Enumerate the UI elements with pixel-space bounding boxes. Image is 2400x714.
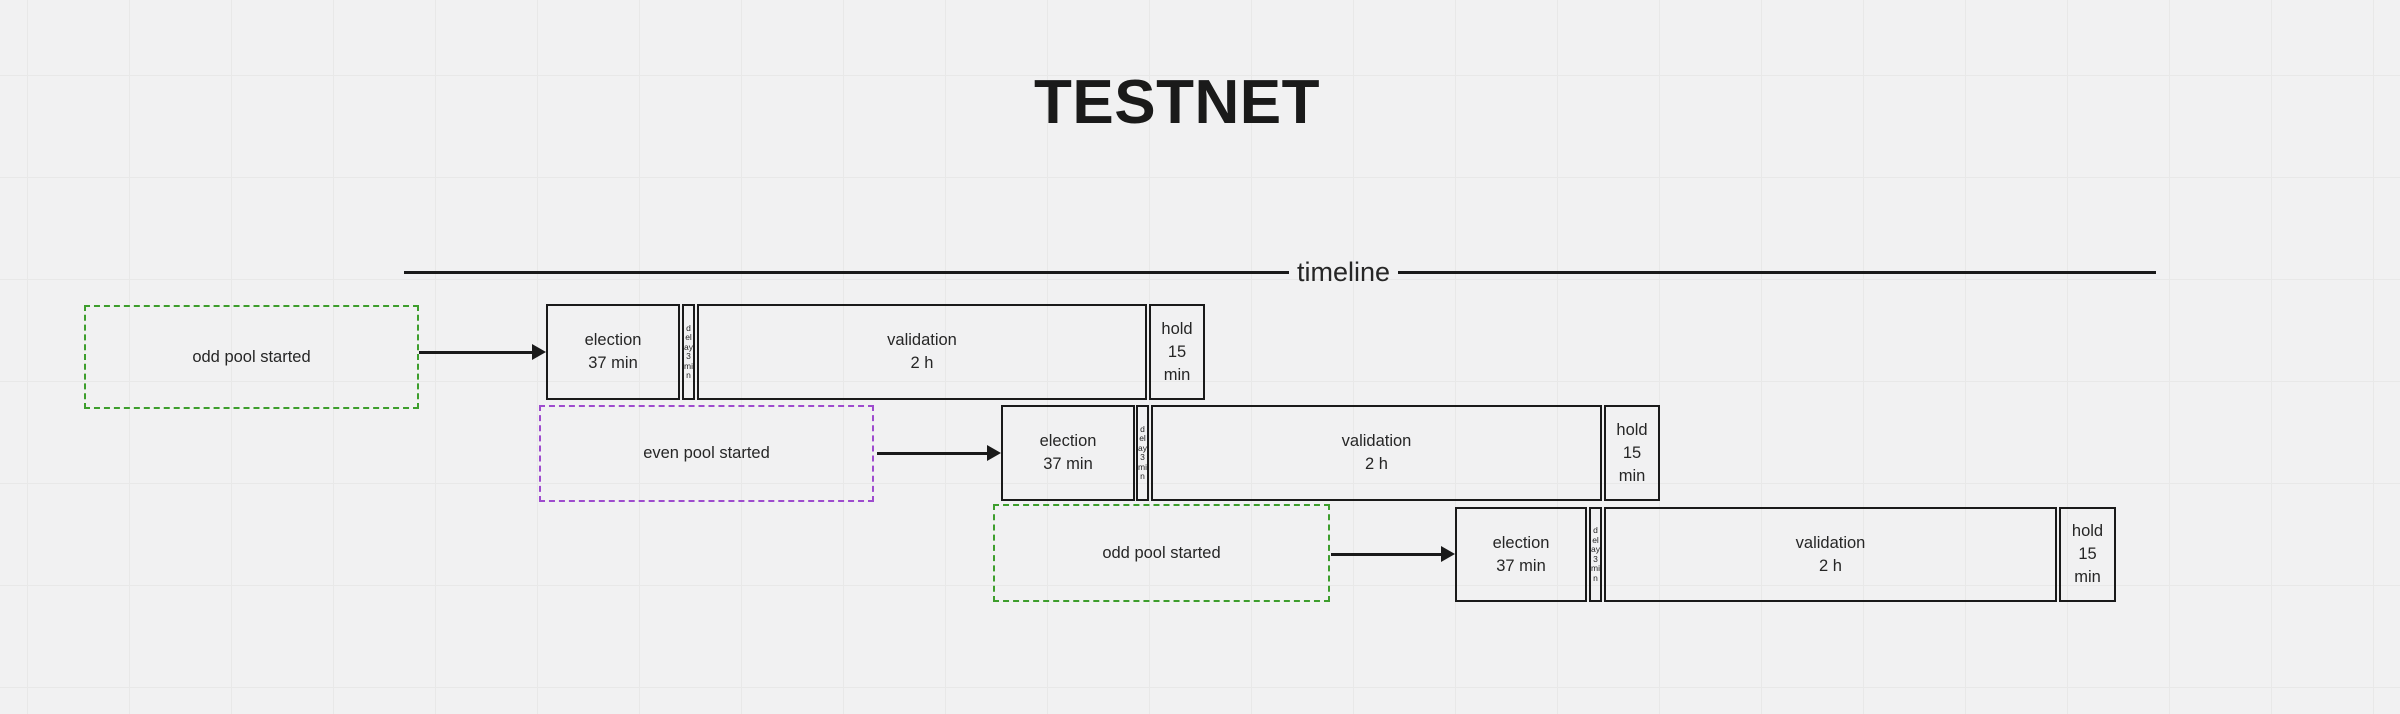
phase-election-box: election 37 min <box>546 304 680 400</box>
phase-name: hold <box>1616 420 1648 439</box>
phase-name: validation <box>887 331 957 349</box>
phase-validation-box: validation 2 h <box>697 304 1147 400</box>
phase-name: election <box>1492 533 1550 552</box>
phase-name: election <box>584 331 642 349</box>
arrow-right-icon <box>532 344 546 360</box>
diagram-title: TESTNET <box>1034 68 1320 137</box>
phase-delay-box: delay 3 min <box>1589 507 1602 602</box>
phase-validation-box: validation 2 h <box>1604 507 2057 602</box>
phase-name: hold <box>2071 522 2104 540</box>
phase-duration: 15 min <box>1618 443 1646 485</box>
phase-name: election <box>1039 432 1097 450</box>
flow-arrow-line-1 <box>419 351 532 354</box>
phase-delay-box: delay 3 min <box>682 304 695 400</box>
phase-duration: 2 h <box>1819 556 1842 575</box>
timeline-label: timeline <box>1296 257 1391 287</box>
phase-duration: 37 min <box>588 354 638 372</box>
phase-hold-box: hold 15 min <box>1149 304 1205 400</box>
arrow-right-icon <box>987 445 1001 461</box>
flow-arrow-line-3 <box>1331 553 1441 556</box>
phase-hold-box: hold 15 min <box>1604 405 1660 501</box>
phase-delay-label: delay 3 min <box>684 322 693 380</box>
pool-label: even pool started <box>643 444 770 462</box>
arrow-right-icon <box>1441 546 1455 562</box>
phase-delay-label: delay 3 min <box>1591 525 1600 583</box>
phase-election-box: election 37 min <box>1455 507 1587 602</box>
phase-duration: 37 min <box>1043 455 1093 473</box>
phase-delay-label: delay 3 min <box>1138 423 1147 481</box>
pool-label: odd pool started <box>192 347 311 366</box>
flow-arrow-line-2 <box>877 452 987 455</box>
timeline-line-right <box>1398 271 2156 274</box>
phase-duration: 2 h <box>1365 455 1388 473</box>
timeline-line-left <box>404 271 1289 274</box>
phase-duration: 15 min <box>1163 342 1191 384</box>
phase-duration: 37 min <box>1496 556 1546 575</box>
pool-started-box-even: even pool started <box>539 405 874 502</box>
phase-name: validation <box>1795 533 1866 552</box>
pool-label: odd pool started <box>1102 543 1221 562</box>
pool-started-box-odd-2: odd pool started <box>993 504 1330 602</box>
phase-name: validation <box>1341 432 1412 450</box>
phase-hold-box: hold 15 min <box>2059 507 2116 602</box>
pool-started-box-odd-1: odd pool started <box>84 305 419 409</box>
phase-duration: 15 min <box>2074 545 2101 586</box>
phase-name: hold <box>1161 319 1193 338</box>
phase-validation-box: validation 2 h <box>1151 405 1602 501</box>
phase-duration: 2 h <box>910 354 934 372</box>
phase-delay-box: delay 3 min <box>1136 405 1149 501</box>
phase-election-box: election 37 min <box>1001 405 1135 501</box>
